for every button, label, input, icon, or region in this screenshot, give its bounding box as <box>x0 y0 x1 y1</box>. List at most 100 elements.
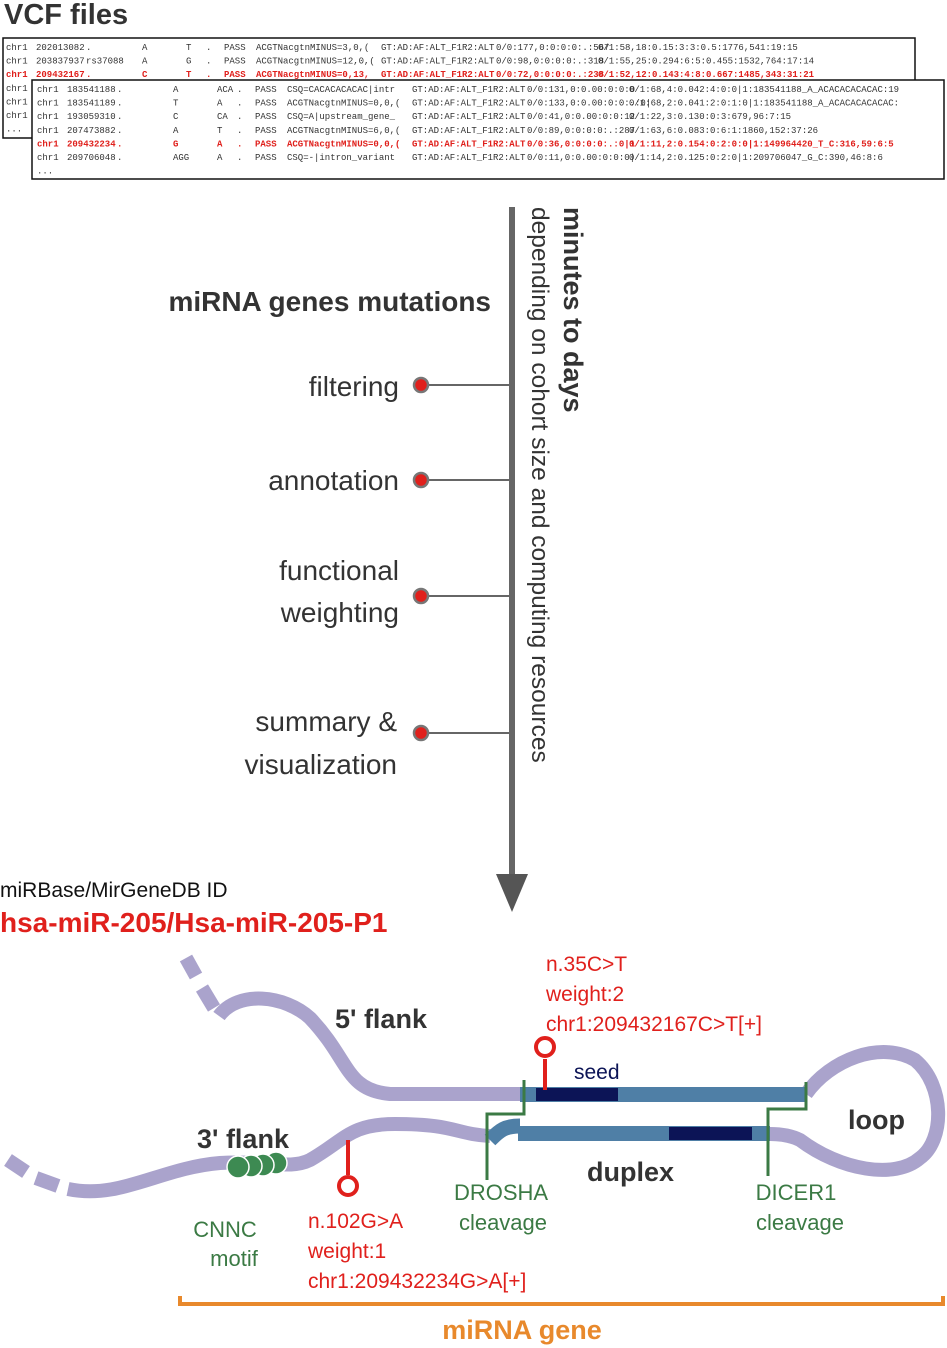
mutation-pin-bottom-icon <box>337 1140 359 1197</box>
vcf-cell: 207473882 <box>67 126 116 136</box>
vcf-cell: A <box>217 139 223 149</box>
step-annotation: annotation <box>268 465 512 496</box>
vcf-row: chr1 <box>6 84 28 94</box>
five-prime-strand <box>179 954 946 1177</box>
vcf-cell: A <box>217 99 223 109</box>
vcf-cell: 209706048 <box>67 153 116 163</box>
step-label: filtering <box>309 371 399 402</box>
seed-label: seed <box>574 1061 620 1084</box>
vcf-cell: . <box>117 153 122 163</box>
vcf-front-table <box>31 79 945 180</box>
vcf-cell: PASS <box>255 139 277 149</box>
drosha-label: DROSHA <box>454 1180 548 1205</box>
vcf-cell: chr1 <box>6 57 28 67</box>
vcf-cell: . <box>117 139 122 149</box>
vcf-cell: 0/1:68,2:0.041:2:0:1:0|1:183541188_A_ACA… <box>629 99 899 109</box>
step-node-icon <box>412 471 430 489</box>
vcf-cell: chr1 <box>6 111 28 121</box>
vcf-cell: rs37088 <box>86 57 124 67</box>
vcf-cell: 0/0:133,0:0.00:0:0:.:0| <box>527 99 651 109</box>
vcf-cell: 0/0:89,0:0:0:0:.:287 <box>527 126 635 136</box>
vcf-cell: 0/0:41,0:0.00:0:0:12 <box>527 112 635 122</box>
step-label: summary & <box>255 706 397 737</box>
vcf-cell: A <box>173 85 179 95</box>
cnnc-label: motif <box>210 1246 259 1271</box>
vcf-cell: G <box>186 57 191 67</box>
vcf-cell: 0/1:22,3:0.130:0:3:679,96:7:15 <box>629 112 791 122</box>
vcf-cell: chr1 <box>6 84 28 94</box>
vcf-cell: ACGTNacgtnMINUS=12,0,( <box>256 57 375 67</box>
step-label: visualization <box>244 749 397 780</box>
mutation-top-label: weight:2 <box>545 983 624 1006</box>
strand-path <box>213 991 520 1101</box>
step-label: annotation <box>268 465 399 496</box>
vcf-cell: CSQ=CACACACACAC|intr <box>287 85 395 95</box>
vcf-cell: 0/1:52,12:0.143:4:8:0.667:1485,343:31:21 <box>598 70 815 80</box>
three-prime-strand <box>4 1116 491 1199</box>
dicer-label: DICER1 <box>756 1180 837 1205</box>
vcf-cell: . <box>206 70 211 80</box>
vcf-cell: chr1 <box>6 97 28 107</box>
vcf-cell: CSQ=A|upstream_gene_ <box>287 112 396 122</box>
vcf-cell: GT:AD:AF:ALT_F1R2:ALT <box>412 153 526 163</box>
vcf-cell: . <box>237 139 242 149</box>
vcf-cell: 0/1:68,4:0.042:4:0:0|1:183541188_A_ACACA… <box>629 85 899 95</box>
vcf-cell: ... <box>6 125 22 135</box>
mutation-pin-top-icon <box>534 1036 556 1090</box>
vcf-cell: PASS <box>224 57 246 67</box>
vcf-cell: 0/1:11,2:0.154:0:2:0:0|1:149964420_T_C:3… <box>629 139 894 149</box>
vcf-cell: chr1 <box>37 153 59 163</box>
vcf-cell: PASS <box>224 70 246 80</box>
vcf-cell: chr1 <box>6 70 28 80</box>
vcf-cell: GT:AD:AF:ALT_F1R2:ALT <box>412 85 526 95</box>
vcf-cell: AGG <box>173 153 189 163</box>
strand-dash <box>33 1171 61 1193</box>
vcf-cell: GT:AD:AF:ALT_F1R2:ALT <box>381 43 495 53</box>
vcf-cell: . <box>237 112 242 122</box>
mutation-top-label: n.35C>T <box>546 953 627 976</box>
vcf-cell: 0/0:177,0:0:0:0:.:567 <box>496 43 609 53</box>
vcf-cell: ACA <box>217 85 234 95</box>
vcf-cell: T <box>173 99 179 109</box>
vcf-cell: G <box>173 139 178 149</box>
vcf-cell: ACGTNacgtnMINUS=6,0,( <box>287 126 400 136</box>
vcf-cell: 0/0:131,0:0.00:0:0:0 <box>527 85 635 95</box>
mutation-bottom-label: n.102G>A <box>308 1210 403 1233</box>
vcf-cell: ACGTNacgtnMINUS=3,0,( <box>256 43 369 53</box>
strand-dash <box>179 954 203 980</box>
strand-path <box>769 1045 946 1177</box>
lower-arm-curve <box>484 1118 521 1146</box>
vcf-cell: 0/0:98,0:0:0:0:.:318 <box>496 57 604 67</box>
vcf-cell: . <box>237 85 242 95</box>
vcf-cell: 183541188 <box>67 85 116 95</box>
vcf-cell: 0/1:55,25:0.294:6:5:0.455:1532,764:17:14 <box>598 57 814 67</box>
drosha-label: cleavage <box>459 1210 547 1235</box>
vcf-cell: chr1 <box>37 139 59 149</box>
vcf-cell: A <box>217 153 223 163</box>
three-flank-label: 3' flank <box>197 1124 290 1154</box>
time-title: minutes to days <box>558 207 588 413</box>
dicer-cleavage-line <box>766 1082 808 1176</box>
duplex-region <box>669 1127 752 1140</box>
vcf-cell: 209432167 <box>36 70 85 80</box>
vcf-cell: CA <box>217 112 228 122</box>
vcf-cell: 0/0:11,0:0.00:0:0:0| <box>527 153 635 163</box>
vcf-cell: chr1 <box>37 112 59 122</box>
vcf-cell: A <box>173 126 179 136</box>
vcf-row: ... <box>6 125 22 135</box>
vcf-cell: A <box>142 57 148 67</box>
vcf-cell: chr1 <box>37 99 59 109</box>
vcf-cell: 0/0:72,0:0:0:0:.:238 <box>496 70 604 80</box>
step-label: functional <box>279 555 399 586</box>
vcf-cell: 209432234 <box>67 139 116 149</box>
vcf-cell: . <box>237 153 242 163</box>
vcf-cell: GT:AD:AF:ALT_F1R2:ALT <box>381 57 495 67</box>
